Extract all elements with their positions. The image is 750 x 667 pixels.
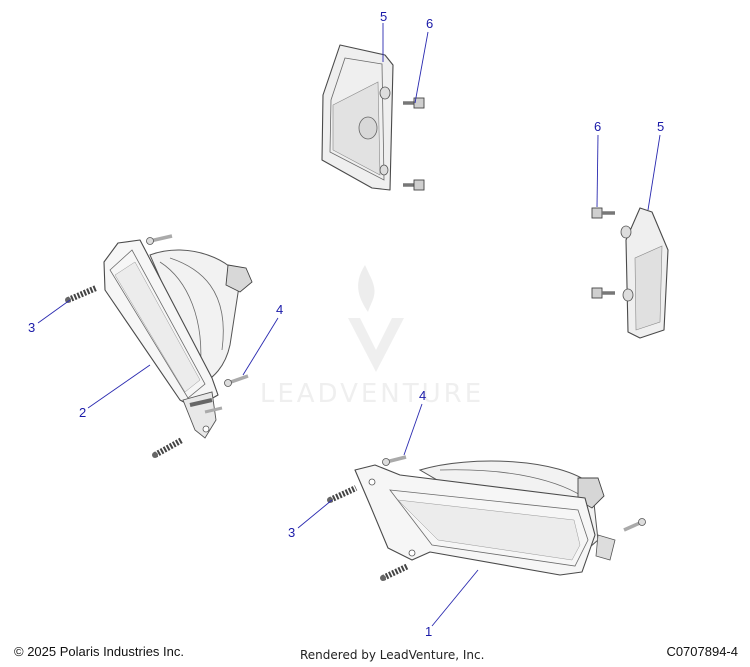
spring-left-b [152, 437, 184, 458]
callout-6-top: 6 [426, 16, 433, 31]
screw-left-low [204, 406, 223, 414]
spring-lower-b [380, 563, 410, 581]
copyright-text: © 2025 Polaris Industries Inc. [14, 644, 184, 659]
callout-3-lower: 3 [288, 525, 295, 540]
leader-4-lower [403, 403, 423, 456]
leader-2 [87, 364, 151, 409]
callout-1: 1 [425, 624, 432, 639]
callout-6-right: 6 [594, 119, 601, 134]
spring-left-a [65, 285, 98, 303]
leader-lines [37, 23, 661, 627]
spring-lower-a [327, 485, 358, 503]
leader-1 [431, 569, 479, 627]
callout-5-right: 5 [657, 119, 664, 134]
screw-left-top [146, 234, 173, 245]
screw-lower-right [623, 518, 646, 532]
rendered-by-text: Rendered by LeadVenture, Inc. [300, 648, 485, 662]
leader-6-top [414, 31, 429, 104]
headlight-left [103, 239, 253, 439]
screw-upper-a [403, 97, 425, 109]
leader-6-right [596, 134, 599, 208]
leadventure-watermark: LEADVENTURE [260, 265, 484, 409]
mounting-bracket-right [620, 207, 669, 339]
leader-4-left [242, 317, 279, 376]
diagram-id: C0707894-4 [666, 644, 738, 659]
leader-3-left [37, 299, 71, 324]
callout-5-top: 5 [380, 9, 387, 24]
callout-3-left: 3 [28, 320, 35, 335]
callout-4-lower: 4 [419, 388, 426, 403]
screw-upper-b [403, 179, 425, 191]
screw-right-b [591, 287, 615, 299]
mounting-bracket-upper [321, 44, 394, 191]
callout-2: 2 [79, 405, 86, 420]
screw-lower-top [382, 455, 407, 466]
screw-right-a [591, 207, 615, 219]
leader-3-lower [297, 499, 333, 529]
screw-left-mid [224, 374, 249, 387]
callout-4-left: 4 [276, 302, 283, 317]
headlight-lower [354, 460, 616, 576]
leader-5-right [647, 134, 661, 211]
watermark-text: LEADVENTURE [260, 379, 484, 409]
